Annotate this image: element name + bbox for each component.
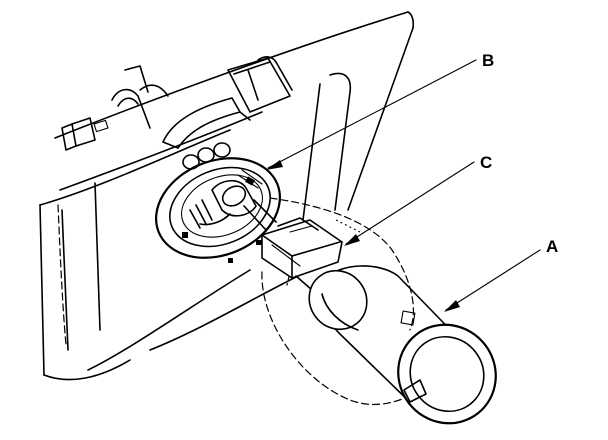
leader-a [445,249,541,311]
callout-a-label: A [546,237,558,256]
callout-c-label: C [480,153,492,172]
arrowhead-c [344,234,360,246]
arrowhead-b [266,160,283,170]
holder-ring [155,157,281,263]
socket-cylinder [308,265,497,425]
harness-plug [211,179,277,231]
arrowhead-a [444,300,460,312]
leader-lines [266,59,541,312]
leader-b [267,59,477,169]
callout-b-label: B [482,51,494,70]
leader-c [345,161,475,245]
console-panel [39,11,415,381]
alignment-guides [261,197,415,406]
upper-tabs [61,65,169,151]
